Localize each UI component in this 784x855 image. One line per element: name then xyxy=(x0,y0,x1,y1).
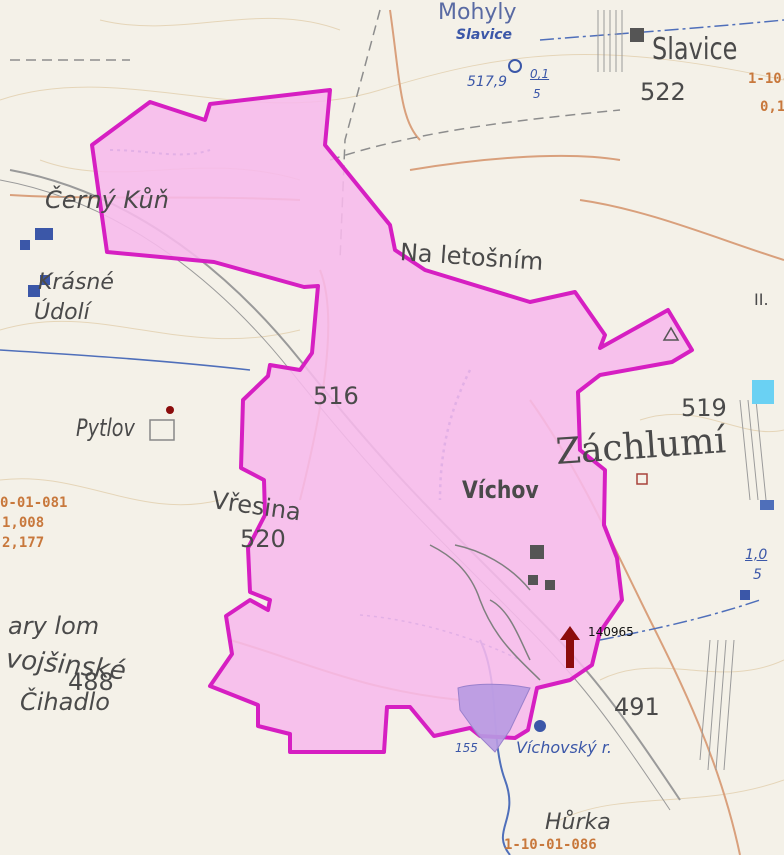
label-frac-r-bottom: 5 xyxy=(753,567,762,583)
water-pin xyxy=(508,59,522,73)
label-krasne: Krásné xyxy=(38,270,114,295)
label-frac-bottom: 5 xyxy=(533,87,541,101)
label-frac-r-top: 1,0 xyxy=(745,547,768,563)
label-vichovsky: Víchovský r. xyxy=(516,738,612,757)
label-elev-520: 520 xyxy=(240,525,286,553)
label-road-ii: II. xyxy=(754,290,769,309)
pond xyxy=(457,683,531,753)
water-pin-lower xyxy=(534,720,546,732)
label-cerny-kun: Černý Kůň xyxy=(45,186,169,214)
location-arrow[interactable] xyxy=(560,626,580,668)
label-elev-519: 519 xyxy=(681,394,727,422)
trig-point xyxy=(662,326,680,341)
label-vichov: Víchov xyxy=(462,476,539,504)
village-roads xyxy=(429,544,541,681)
label-code-tr2: 0,1 xyxy=(760,99,784,115)
area-polygon[interactable] xyxy=(90,88,694,754)
label-elev-155: 155 xyxy=(455,741,478,755)
label-frac-top: 0,1 xyxy=(530,67,550,81)
label-code-177: 2,177 xyxy=(2,535,45,551)
label-code-081: 0-01-081 xyxy=(0,495,68,511)
label-code-tr: 1-10- xyxy=(748,71,784,87)
label-slavice-town: Slavice xyxy=(652,32,738,67)
contour-lines xyxy=(0,17,784,821)
label-pytlov: Pytlov xyxy=(76,414,135,442)
pytlov-symbol xyxy=(149,406,175,441)
label-mohyly: Mohyly xyxy=(438,0,517,25)
label-slavice-blue: Slavice xyxy=(456,27,513,43)
hatched-area-slavice xyxy=(597,10,767,771)
label-elev-516: 516 xyxy=(313,382,359,410)
buildings xyxy=(20,28,774,600)
label-code-bottom: 1-10-01-086 xyxy=(504,837,597,853)
label-point-id[interactable]: 140965 xyxy=(588,625,634,639)
label-elev-491: 491 xyxy=(614,693,660,721)
zachlumi-symbol xyxy=(636,473,648,485)
label-elev-517: 517,9 xyxy=(467,74,508,90)
label-stary-lom: ary lom xyxy=(8,612,100,640)
label-hurka: Hůrka xyxy=(545,810,611,835)
label-udoli: Údolí xyxy=(34,300,90,325)
cyan-marker[interactable] xyxy=(752,380,774,404)
label-code-008: 1,008 xyxy=(2,515,45,531)
label-cihadlo: Čihadlo xyxy=(20,688,110,716)
label-elev-488: 488 xyxy=(68,668,114,696)
label-elev-522: 522 xyxy=(640,78,686,106)
